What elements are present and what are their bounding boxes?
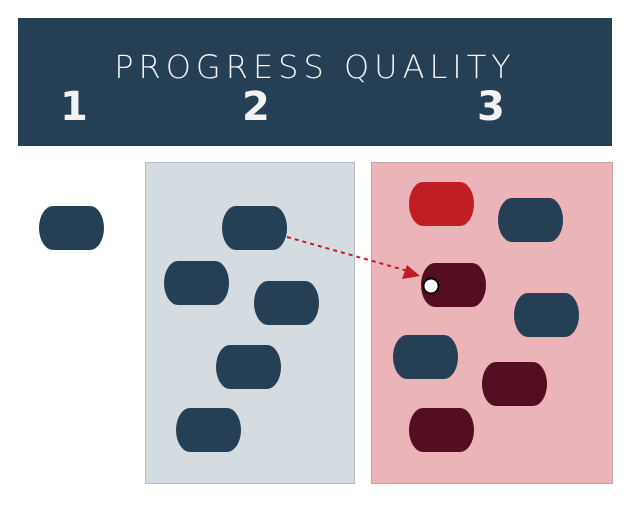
cursor-dot-icon (422, 277, 440, 295)
level-1-label: 1 (60, 84, 88, 130)
item-level2[interactable] (254, 281, 319, 325)
level-3-label: 3 (477, 84, 505, 130)
item-level3[interactable] (498, 198, 563, 242)
item-level2-moving[interactable] (222, 206, 287, 250)
item-level2[interactable] (164, 261, 229, 305)
item-level3-red[interactable] (409, 182, 474, 226)
item-level2[interactable] (176, 408, 241, 452)
item-level1[interactable] (39, 206, 104, 250)
arrow-head-icon (402, 265, 420, 279)
item-level3[interactable] (514, 293, 579, 337)
item-level3-dark[interactable] (409, 408, 474, 452)
item-level3[interactable] (393, 335, 458, 379)
item-level3-dark[interactable] (482, 362, 547, 406)
title: PROGRESS QUALITY (114, 48, 516, 86)
level-2-label: 2 (242, 84, 270, 130)
dashed-arrow-line (286, 236, 409, 272)
header-banner: PROGRESS QUALITY 1 2 3 (18, 18, 612, 146)
item-level2[interactable] (216, 345, 281, 389)
